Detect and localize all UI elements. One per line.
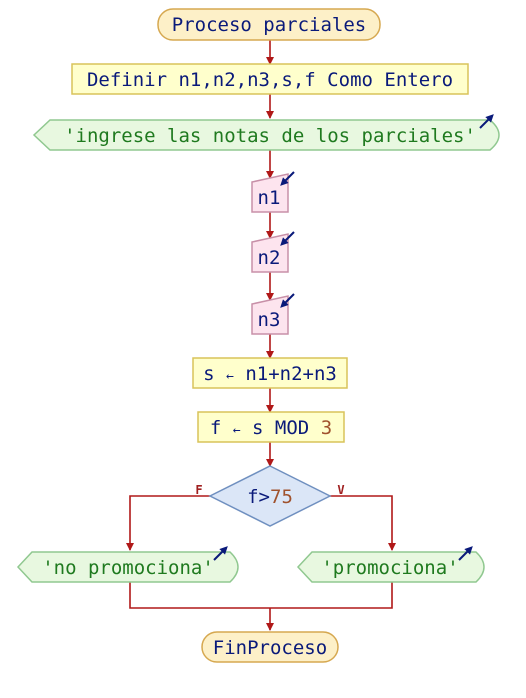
input-arrow-icon (280, 293, 295, 308)
output-prompt-label: 'ingrese las notas de los parciales' (64, 125, 476, 147)
read-n2-block: n2 (251, 231, 295, 273)
assign-s-block: s ← n1+n2+n3 (192, 357, 348, 389)
decision-block: f>75 F V (195, 465, 345, 527)
assign-s-label: s ← n1+n2+n3 (203, 363, 337, 385)
end-terminal: FinProceso (201, 631, 339, 663)
assign-f-label: f ← s MOD 3 (210, 417, 332, 439)
output-arrow-icon (479, 114, 494, 129)
output-arrow-icon (213, 546, 228, 561)
read-n1-block: n1 (251, 171, 295, 213)
true-branch-label: V (337, 483, 344, 497)
end-label: FinProceso (213, 637, 327, 659)
output-false-block: 'no promociona' (16, 546, 239, 583)
read-n2-label: n2 (258, 247, 281, 269)
output-prompt-block: 'ingrese las notas de los parciales' (32, 114, 500, 151)
assign-f-block: f ← s MOD 3 (197, 411, 345, 443)
input-arrow-icon (280, 231, 295, 246)
false-branch-label: F (195, 483, 202, 497)
output-true-label: 'promociona' (321, 557, 458, 579)
input-arrow-icon (280, 171, 295, 186)
define-block: Definir n1,n2,n3,s,f Como Entero (71, 63, 469, 95)
flow-connectors (126, 40, 396, 631)
output-arrow-icon (458, 546, 473, 561)
start-label: Proceso parciales (172, 14, 366, 36)
output-false-label: 'no promociona' (42, 557, 214, 579)
read-n3-label: n3 (258, 309, 281, 331)
define-label: Definir n1,n2,n3,s,f Como Entero (87, 69, 453, 91)
read-n1-label: n1 (258, 187, 281, 209)
output-true-block: 'promociona' (296, 546, 485, 583)
decision-label: f>75 (247, 486, 293, 508)
read-n3-block: n3 (251, 293, 295, 335)
start-terminal: Proceso parciales (157, 8, 381, 41)
